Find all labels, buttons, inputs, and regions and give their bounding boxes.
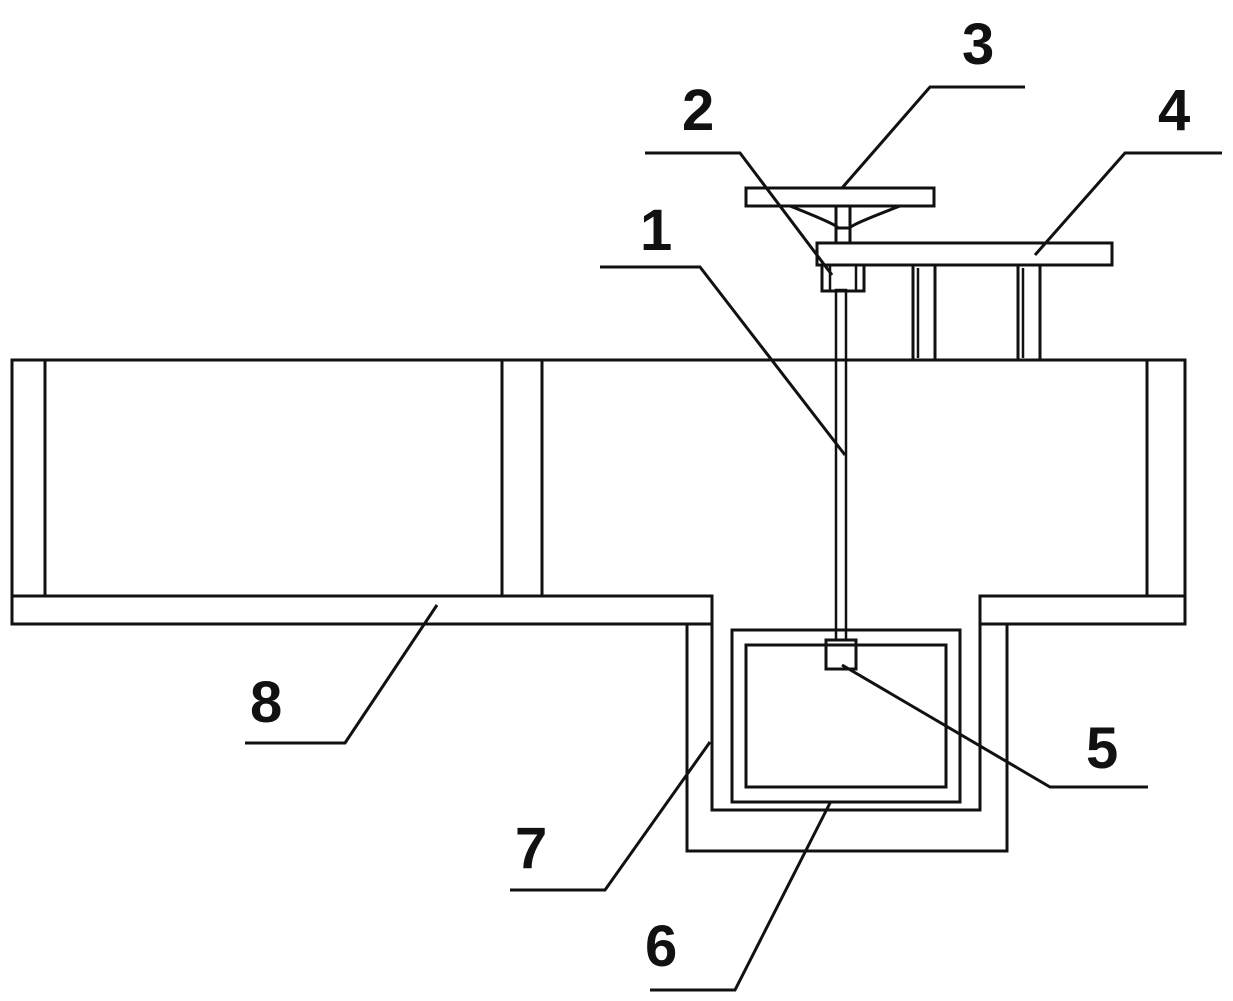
label-8: 8	[250, 670, 282, 735]
handwheel	[744, 186, 936, 245]
label-1: 1	[640, 198, 672, 263]
main-tank	[10, 358, 1187, 626]
tank-right-wall	[1145, 358, 1187, 598]
rod-foot	[824, 638, 858, 671]
label-4: 4	[1158, 78, 1190, 143]
support-leg-1	[911, 263, 937, 362]
handwheel-stem	[834, 204, 852, 245]
label-6: 6	[645, 914, 677, 979]
label-7: 7	[515, 816, 547, 881]
label-5: 5	[1086, 716, 1118, 781]
tank-bottom-left	[10, 594, 714, 626]
support-frame	[815, 241, 1114, 362]
label-2: 2	[682, 78, 714, 143]
support-leg-2	[1016, 263, 1042, 362]
callout-labels: 1 2 3 4 5 6 7 8	[250, 12, 1190, 979]
support-plate	[815, 241, 1114, 267]
tank-partition-wall	[500, 358, 544, 598]
rod-shaft	[834, 288, 848, 642]
leader-lines	[245, 85, 1222, 992]
label-3: 3	[962, 12, 994, 77]
tank-bottom-right	[978, 594, 1187, 626]
nut	[820, 263, 866, 293]
tank-left-wall	[10, 358, 47, 598]
